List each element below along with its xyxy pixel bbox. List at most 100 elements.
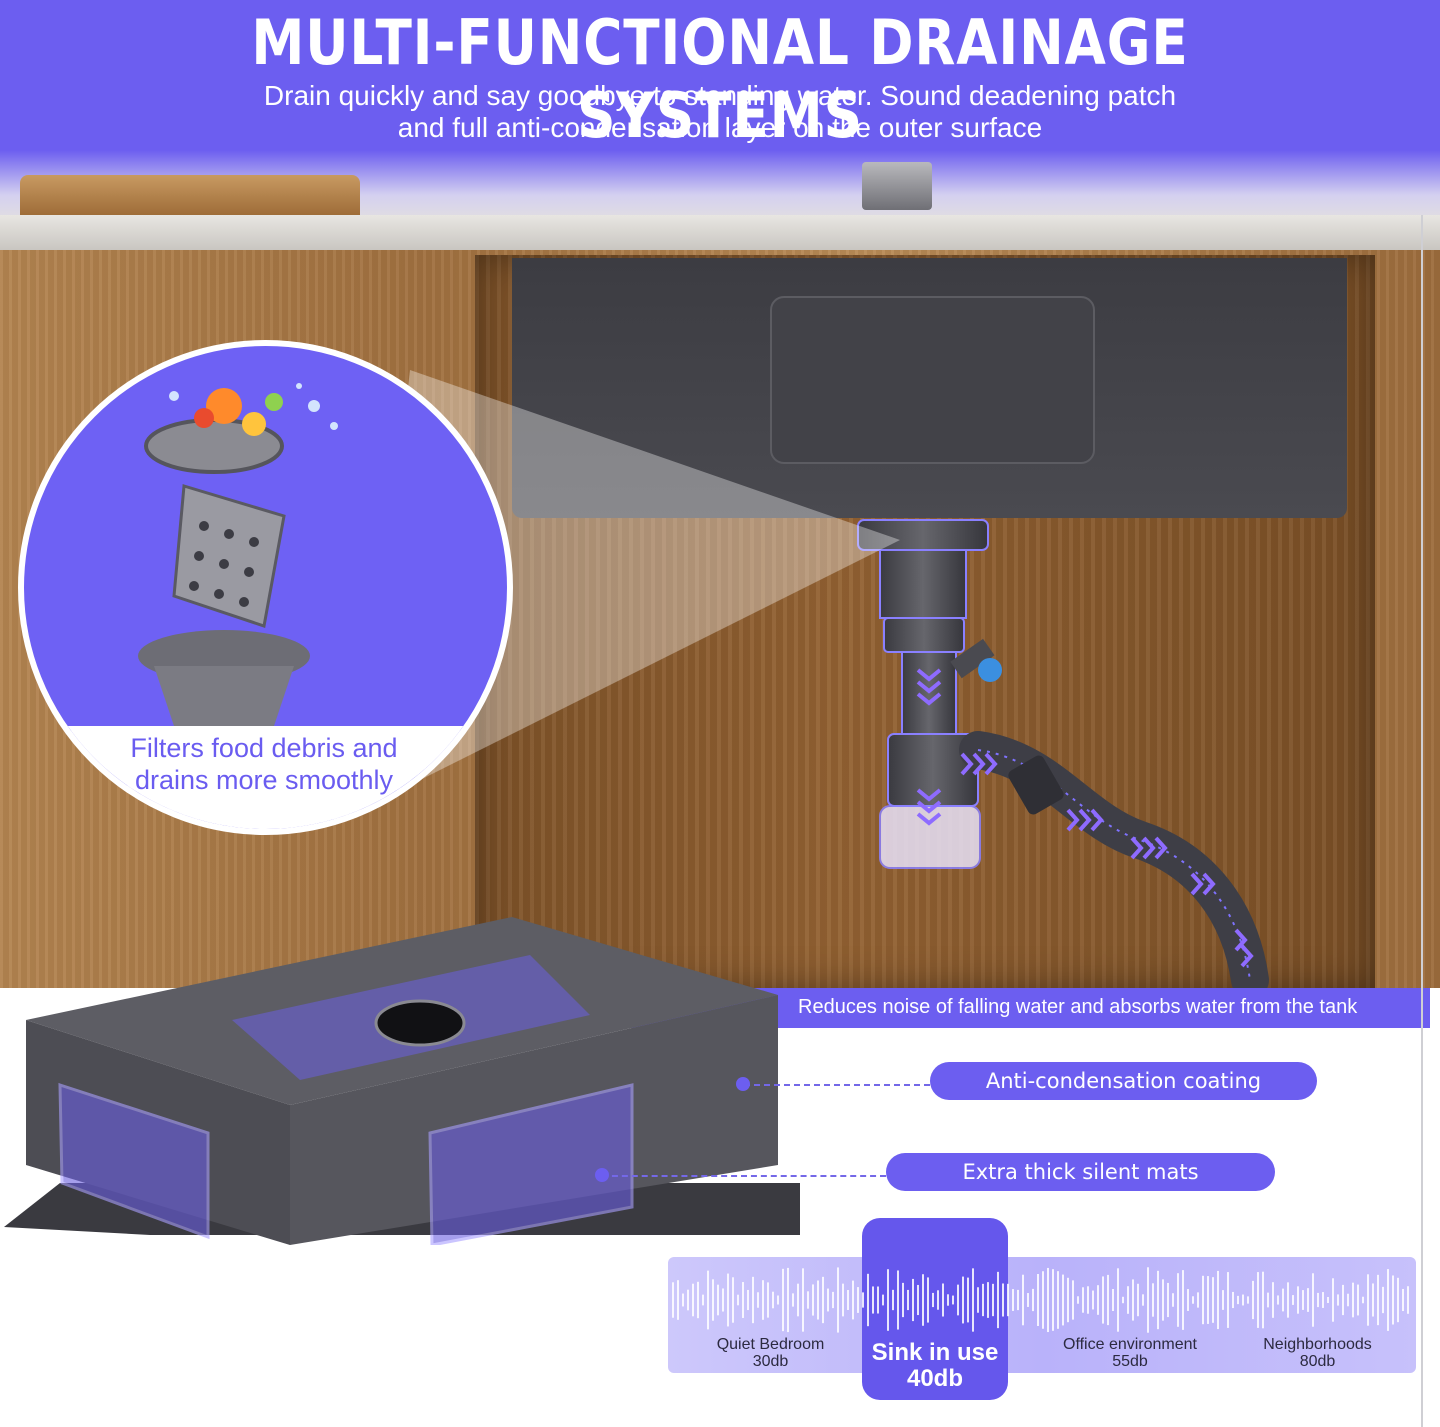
wave-bar [977,1287,979,1313]
wave-bar [922,1274,924,1326]
side-silent-mat-right [428,1083,634,1245]
wave-bar [1247,1296,1249,1304]
wave-bar [1302,1290,1304,1310]
sound-wave-graphic [672,1267,1409,1333]
wave-bar [1332,1278,1334,1322]
food-debris [194,388,283,436]
wave-bar [1027,1293,1029,1307]
wave-bar [1037,1274,1039,1326]
wave-bar [1242,1294,1244,1306]
db-item-name: Neighborhoods [1263,1336,1372,1353]
wave-bar [782,1268,784,1332]
db-item-name: Quiet Bedroom [716,1336,825,1353]
wave-bar [1002,1283,1004,1317]
wave-bar [972,1268,974,1332]
wave-bar [1402,1288,1404,1312]
noise-reduction-text: Reduces noise of falling water and absor… [798,996,1358,1018]
wave-bar [1067,1277,1069,1323]
wave-bar [942,1283,944,1317]
wave-bar [1387,1269,1389,1331]
wave-bar [1337,1294,1339,1306]
wave-bar [757,1292,759,1308]
wave-bar [1292,1295,1294,1305]
wave-bar [1397,1277,1399,1323]
zoom-caption: Filters food debris and drains more smoo… [94,732,434,796]
wave-bar [917,1284,919,1316]
wave-bar [1152,1283,1154,1317]
wave-bar [1207,1276,1209,1324]
wave-bar [1362,1296,1364,1304]
coating-leader-line [744,1084,930,1086]
wave-bar [752,1276,754,1324]
page-subtitle: Drain quickly and say goodbye to standin… [220,80,1220,144]
wave-bar [1012,1289,1014,1311]
wave-bar [682,1293,684,1307]
wave-bar [902,1282,904,1318]
faucet-image [862,162,932,210]
wave-bar [1072,1280,1074,1320]
db-item-name: Sink in use [871,1339,999,1366]
wave-bar [1367,1274,1369,1326]
db-item-office: Office environment 55db [1030,1336,1230,1370]
wave-bar [707,1270,709,1330]
wave-bar [742,1282,744,1318]
db-item-level: 30db [752,1353,789,1370]
wave-bar [1042,1271,1044,1329]
wave-bar [1167,1282,1169,1318]
wave-bar [1107,1274,1109,1326]
wave-bar [1022,1274,1024,1326]
page-title: MULTI-FUNCTIONAL DRAINAGE SYSTEMS [251,6,1189,152]
wave-bar [1392,1275,1394,1325]
trap-cup [879,805,981,869]
drain-collar [857,519,989,551]
db-item-neighborhoods: Neighborhoods 80db [1235,1336,1400,1370]
countertop [0,215,1440,250]
sink-3d-render [4,917,800,1245]
wave-bar [1372,1283,1374,1317]
wave-bar [692,1283,694,1317]
wave-bar [877,1286,879,1314]
wave-bar [987,1282,989,1318]
wave-bar [762,1280,764,1320]
wave-bar [1177,1273,1179,1327]
silent-mats-label: Extra thick silent mats [886,1153,1275,1191]
drain-body [879,549,967,619]
wave-bar [1347,1293,1349,1307]
wave-bar [1277,1295,1279,1305]
wave-bar [1307,1288,1309,1312]
wave-bar [1077,1296,1079,1304]
wave-bar [1087,1286,1089,1314]
drain-pipe-assembly [857,519,1269,990]
wave-bar [1227,1272,1229,1328]
wave-bar [687,1289,689,1311]
wave-bar [817,1280,819,1320]
wave-bar [1142,1294,1144,1306]
water-splash [169,383,338,430]
wave-bar [952,1295,954,1305]
wave-bar [1282,1288,1284,1312]
wave-bar [737,1294,739,1306]
wave-bar [1047,1267,1049,1333]
wave-bar [1117,1268,1119,1332]
wave-bar [1407,1286,1409,1314]
wave-bar [1217,1270,1219,1330]
wave-bar [1257,1272,1259,1328]
wave-bar [712,1279,714,1321]
wave-bar [867,1273,869,1327]
wave-bar [852,1280,854,1320]
wave-bar [1252,1280,1254,1320]
wave-bar [1097,1285,1099,1315]
wave-bar [722,1288,724,1312]
wave-bar [1197,1292,1199,1308]
wave-bar [847,1290,849,1310]
wave-bar [1312,1273,1314,1327]
wave-bar [777,1295,779,1305]
wave-bar [727,1273,729,1327]
wave-bar [1202,1275,1204,1325]
hose-coupling [1008,755,1064,815]
wave-bar [1017,1289,1019,1311]
drain-nut [883,617,965,653]
wave-bar [1317,1292,1319,1308]
wave-bar [1122,1296,1124,1304]
subtitle-line-1: Drain quickly and say goodbye to standin… [263,80,1177,111]
